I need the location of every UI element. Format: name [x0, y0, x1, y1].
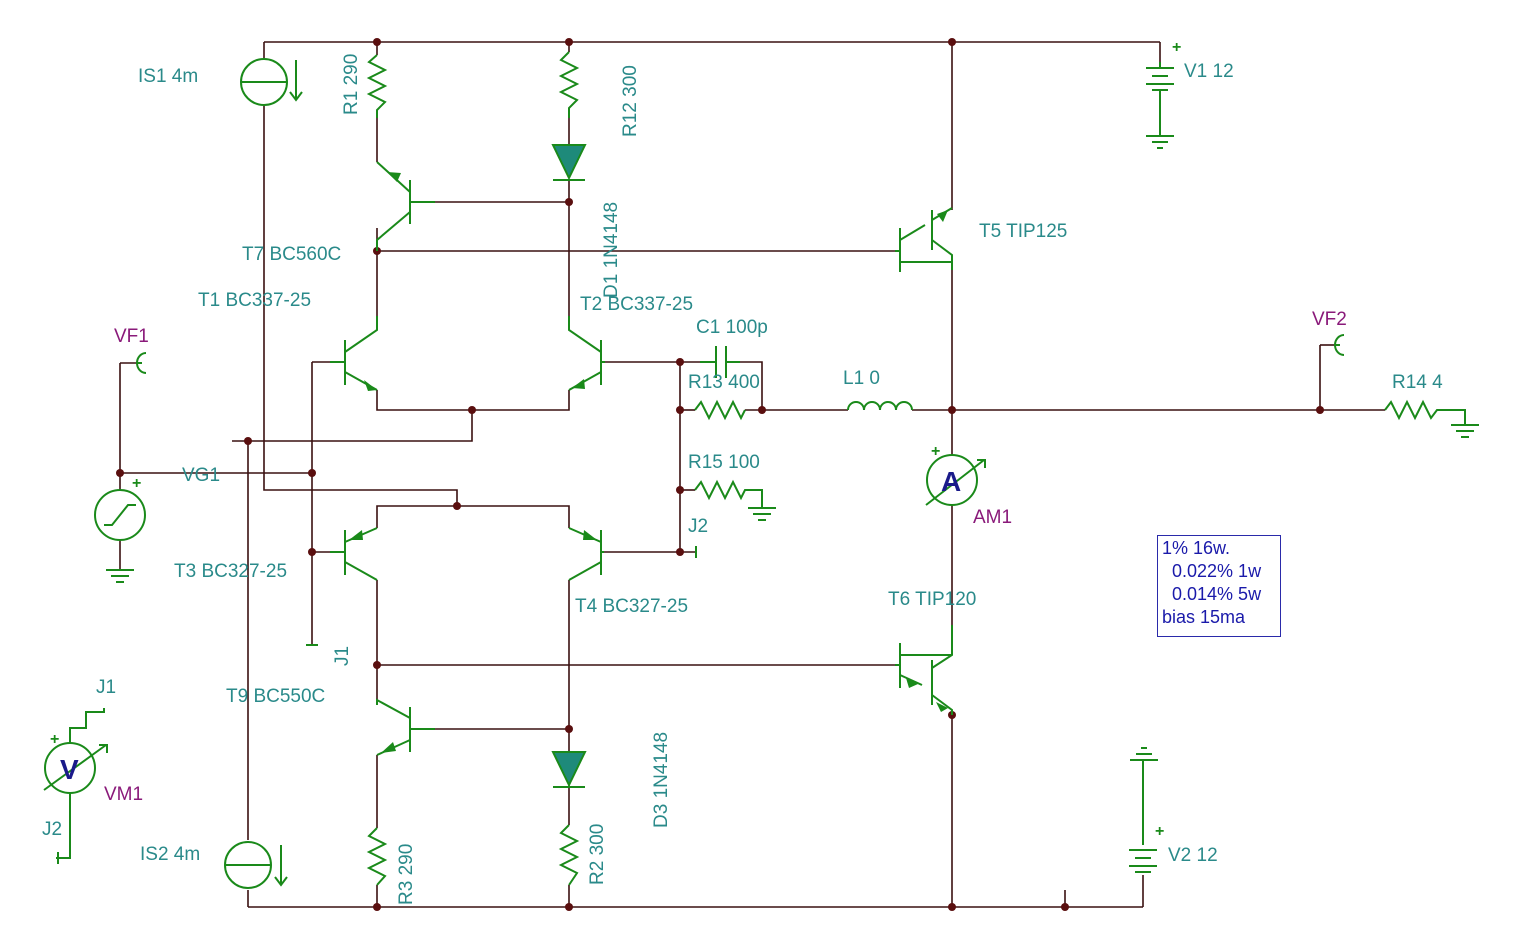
inductor-l1 — [847, 401, 913, 411]
svg-text:+: + — [1172, 39, 1181, 56]
labels: IS1 4m IS2 4m R1 290 R12 300 D1 1N4148 R… — [42, 54, 1443, 905]
battery-v2: + — [1129, 747, 1164, 873]
label-am1: AM1 — [973, 507, 1012, 528]
current-source-is2 — [224, 841, 288, 889]
voltmeter-vm1: V + — [43, 708, 108, 864]
resistor-r15 — [694, 479, 776, 521]
label-vm1: VM1 — [104, 784, 143, 805]
resistor-r12 — [558, 51, 580, 118]
note-line-3: 0.014% 5w — [1162, 584, 1262, 604]
label-t1: T1 BC337-25 — [198, 290, 311, 311]
label-t3: T3 BC327-25 — [174, 561, 287, 582]
label-r12: R12 300 — [620, 65, 641, 137]
transistor-t5 — [895, 207, 953, 272]
label-t7: T7 BC560C — [242, 244, 341, 265]
label-j1: J1 — [332, 646, 353, 666]
transistor-t2 — [568, 316, 605, 391]
note-line-4: bias 15ma — [1162, 607, 1246, 627]
probe-vf2 — [1334, 334, 1345, 356]
label-t9: T9 BC550C — [226, 686, 325, 707]
label-t2: T2 BC337-25 — [580, 294, 693, 315]
svg-text:+: + — [50, 731, 59, 748]
resistor-r2 — [558, 824, 580, 886]
distortion-note-box: 1% 16w. 0.022% 1w 0.014% 5w bias 15ma — [1157, 535, 1281, 637]
label-v2: V2 12 — [1168, 845, 1218, 866]
label-is1: IS1 4m — [138, 66, 198, 87]
transistor-t4 — [568, 527, 604, 581]
battery-v1: + — [1146, 39, 1181, 149]
label-vg1: VG1 — [182, 465, 220, 486]
resistor-r3 — [366, 827, 388, 886]
voltmeter-symbol: V — [60, 754, 79, 785]
resistor-r14 — [1384, 399, 1479, 438]
label-v1: V1 12 — [1184, 61, 1234, 82]
label-j2: J2 — [688, 516, 708, 537]
label-r2: R2 300 — [587, 824, 608, 885]
probe-vf1 — [136, 352, 147, 374]
note-line-1: 1% 16w. — [1162, 538, 1231, 558]
label-vf2: VF2 — [1312, 309, 1347, 330]
transistor-t3 — [330, 527, 378, 581]
svg-text:+: + — [931, 443, 940, 460]
transistor-t1 — [330, 316, 378, 391]
label-t4: T4 BC327-25 — [575, 596, 688, 617]
label-d1: D1 1N4148 — [601, 202, 622, 298]
diode-d1 — [551, 144, 587, 181]
label-vf1: VF1 — [114, 326, 149, 347]
label-r13: R13 400 — [688, 372, 760, 393]
note-line-2: 0.022% 1w — [1162, 561, 1262, 581]
transistor-t6 — [895, 625, 953, 715]
svg-text:+: + — [132, 475, 141, 492]
label-r14: R14 4 — [1392, 372, 1443, 393]
label-r15: R15 100 — [688, 452, 760, 473]
capacitor-c1 — [700, 346, 740, 378]
label-is2: IS2 4m — [140, 844, 200, 865]
transistor-t9 — [376, 698, 435, 756]
diode-d3 — [551, 751, 587, 788]
signal-generator-vg1: + — [94, 475, 146, 583]
label-j1-meter: J1 — [96, 677, 116, 698]
label-d3: D3 1N4148 — [651, 732, 672, 828]
svg-text:+: + — [1155, 823, 1164, 840]
transistor-t7 — [376, 161, 435, 251]
resistor-r1 — [366, 54, 388, 118]
label-c1: C1 100p — [696, 317, 768, 338]
label-j2-meter: J2 — [42, 819, 62, 840]
ammeter-symbol: A — [941, 466, 961, 497]
resistor-r13 — [694, 399, 746, 421]
current-source-is1 — [240, 58, 303, 106]
ammeter-am1: A + — [925, 443, 986, 506]
label-r1: R1 290 — [341, 54, 362, 115]
label-r3: R3 290 — [396, 844, 417, 905]
label-t6: T6 TIP120 — [888, 589, 976, 610]
label-t5: T5 TIP125 — [979, 221, 1067, 242]
label-l1: L1 0 — [843, 368, 880, 389]
